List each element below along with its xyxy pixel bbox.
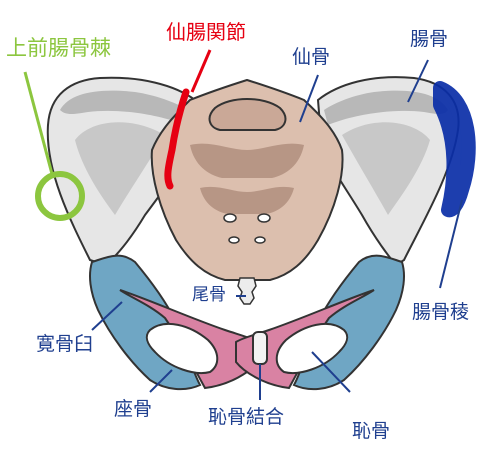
iliac-crest-leader-line (439, 199, 463, 289)
sacrum-shadow (190, 143, 304, 178)
sacrum-top-vertebra (208, 98, 287, 131)
asis-highlight-circle (35, 171, 85, 221)
label-ischium: 座骨 (114, 398, 153, 420)
asis-leader-line (23, 71, 54, 175)
right-obturator-foramen (275, 322, 349, 374)
label-sacrum: 仙骨 (292, 46, 331, 68)
sacral-foramen (223, 213, 237, 223)
sacrum (150, 78, 344, 281)
ischium-leader-line (149, 369, 173, 393)
sacrum-leader-line (299, 74, 319, 123)
label-acetabulum: 寛骨臼 (36, 333, 94, 355)
acetabulum-leader-line (91, 301, 123, 331)
ilium-leader-line (407, 59, 429, 103)
sacrum-shadow-2 (200, 186, 294, 214)
label-pubis: 恥骨 (352, 420, 391, 442)
label-ilium: 腸骨 (410, 28, 449, 50)
coccyx (237, 277, 257, 305)
iliac-crest-highlight (433, 81, 476, 218)
sacral-foramen (254, 236, 266, 244)
left-ilium-inner-shadow (75, 122, 165, 215)
sacroiliac-joint-highlight (164, 88, 190, 190)
left-ilium-top-shadow (60, 90, 188, 125)
label-sacroiliac-joint: 仙腸関節 (166, 20, 246, 44)
sacroiliac-leader-line (190, 49, 212, 93)
left-obturator-foramen (145, 322, 219, 374)
label-pubic-symphysis: 恥骨結合 (208, 406, 285, 428)
sacral-foramen (228, 236, 240, 244)
right-ilium-top-shadow (324, 90, 448, 125)
label-asis: 上前腸骨棘 (6, 36, 111, 60)
label-coccyx: 尾骨 (192, 285, 226, 305)
pubis-leader-line (311, 351, 351, 393)
right-ilium-inner-shadow (342, 122, 430, 215)
pubic-symphysis-disc (252, 331, 268, 365)
sacral-foramen (257, 213, 271, 223)
label-iliac-crest: 腸骨稜 (412, 301, 470, 323)
